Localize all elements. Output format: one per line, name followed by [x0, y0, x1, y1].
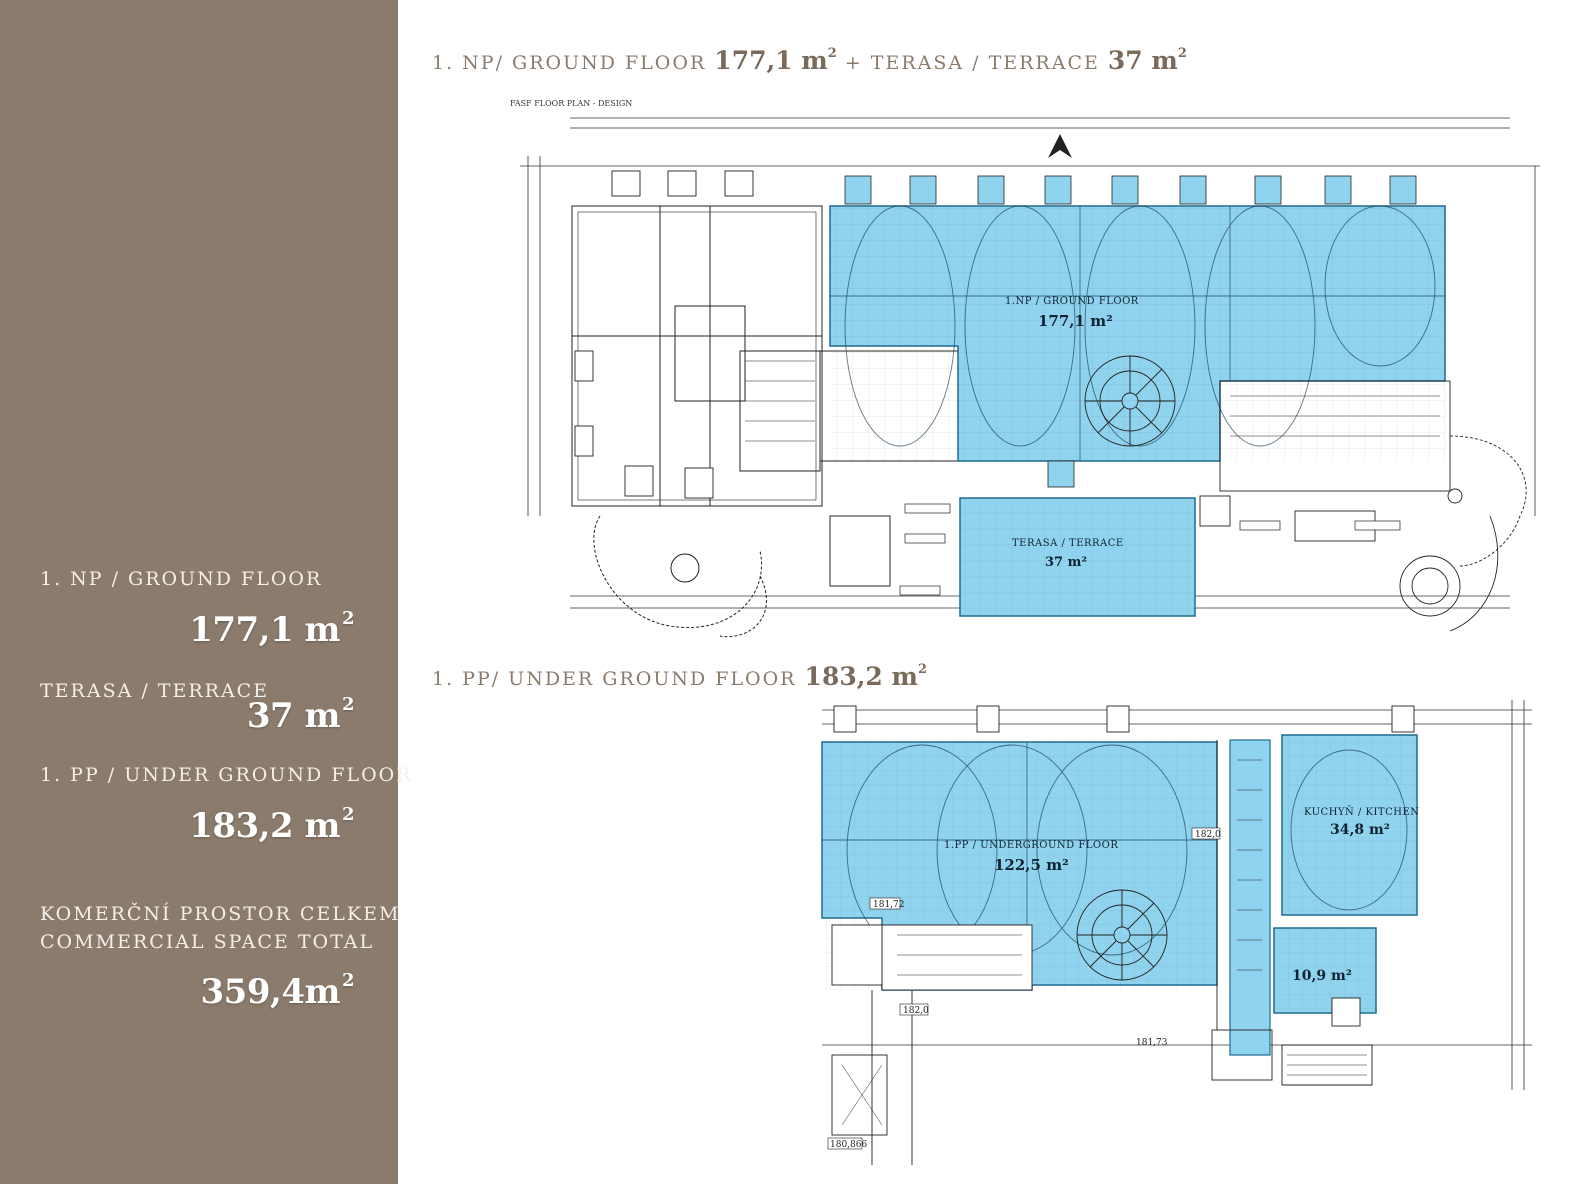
small-room-zone: 10,9 m²	[1273, 927, 1377, 1014]
total-area-value: 359,4m	[200, 972, 341, 1012]
ground-zone-label: 1.NP / GROUND FLOOR	[1005, 296, 1139, 307]
ground-floor-zone: 1.NP / GROUND FLOOR 177,1 m²	[829, 175, 1446, 488]
ground-heading-area: 177,1 m2	[714, 46, 837, 75]
ground-heading-area-value: 177,1 m	[714, 46, 828, 75]
terrace-zone-area: 37 m²	[1045, 555, 1087, 570]
terrace-label: TERASA / TERRACE	[40, 680, 270, 702]
underground-floor-plan: 1.PP / UNDERGROUND FLOOR 122,5 m² KUCHYŇ…	[821, 700, 1532, 1165]
underground-heading-area: 183,2 m2	[805, 662, 928, 691]
corridor-zone	[1229, 739, 1271, 1056]
area-superscript: 2	[341, 694, 355, 715]
ground-floor-label: 1. NP / GROUND FLOOR	[40, 568, 323, 590]
area-superscript: 2	[341, 608, 355, 629]
ground-heading-middle: + TERASA / TERRACE	[836, 52, 1108, 74]
small-room-area: 10,9 m²	[1292, 968, 1352, 984]
north-arrow-icon	[1048, 134, 1072, 158]
ground-zone-area: 177,1 m²	[1038, 312, 1113, 330]
level-mark: 182,0	[903, 1006, 929, 1016]
area-superscript: 2	[918, 662, 928, 677]
level-mark: 182,0	[1195, 830, 1221, 840]
level-mark: 180,866	[830, 1140, 867, 1150]
area-superscript: 2	[341, 804, 355, 825]
underground-zone-area: 122,5 m²	[994, 856, 1069, 874]
level-mark: 181,72	[873, 900, 905, 910]
terrace-zone-label: TERASA / TERRACE	[1012, 538, 1124, 549]
ground-heading-prefix: 1. NP/ GROUND FLOOR	[432, 52, 707, 74]
underground-area-value: 183,2 m	[189, 806, 340, 846]
window-bays	[574, 170, 754, 499]
level-marks: 182,0 181,72 182,0 181,73 180,866	[827, 827, 1221, 1150]
underground-heading-area-value: 183,2 m	[804, 662, 918, 691]
total-label-en: COMMERCIAL SPACE TOTAL	[40, 931, 375, 953]
area-superscript: 2	[1177, 46, 1187, 61]
left-wing	[571, 205, 961, 638]
spiral-staircase	[1076, 889, 1168, 981]
level-boxes	[899, 503, 1401, 596]
kitchen-zone: KUCHYŇ / KITCHEN 34,8 m²	[1281, 734, 1420, 916]
window-bays	[833, 705, 1415, 733]
underground-heading-prefix: 1. PP/ UNDER GROUND FLOOR	[432, 668, 797, 690]
area-superscript: 2	[827, 46, 837, 61]
spiral-staircase	[1084, 355, 1176, 447]
total-label-cz: KOMERČNÍ PROSTOR CELKEM	[40, 903, 401, 925]
ground-floor-plan: FASF FLOOR PLAN - DESIGN	[510, 99, 1540, 638]
plan-structures	[831, 740, 1373, 1165]
right-wing	[1199, 380, 1527, 632]
ground-heading-terrace-area: 37 m2	[1108, 46, 1187, 75]
kitchen-zone-label: KUCHYŇ / KITCHEN	[1304, 806, 1420, 818]
ground-floor-area-value: 177,1 m	[189, 610, 340, 650]
ground-floor-heading: 1. NP/ GROUND FLOOR 177,1 m2 + TERASA / …	[432, 46, 1187, 75]
underground-zone-label: 1.PP / UNDERGROUND FLOOR	[944, 840, 1118, 851]
ground-heading-terrace-value: 37 m	[1107, 46, 1178, 75]
drawing-caption: FASF FLOOR PLAN - DESIGN	[510, 99, 632, 108]
underground-label: 1. PP / UNDER GROUND FLOOR	[40, 764, 413, 786]
underground-heading: 1. PP/ UNDER GROUND FLOOR 183,2 m2	[432, 662, 927, 691]
terrace-area-value: 37 m	[246, 696, 341, 736]
kitchen-zone-area: 34,8 m²	[1330, 822, 1390, 838]
terrace-zone: TERASA / TERRACE 37 m²	[959, 497, 1196, 617]
corridor-steps	[1237, 759, 1262, 971]
level-mark: 181,73	[1136, 1038, 1168, 1048]
area-superscript: 2	[341, 970, 355, 991]
